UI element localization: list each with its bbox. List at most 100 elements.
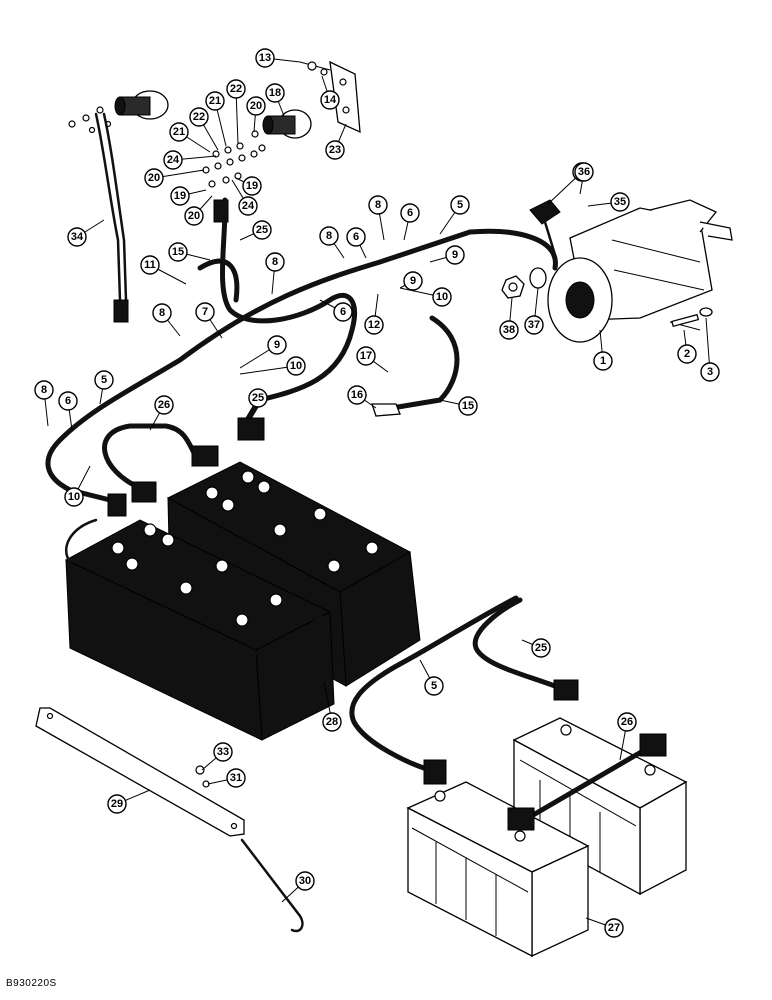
- callout-31: 31: [226, 768, 246, 788]
- callout-label: 14: [324, 94, 337, 106]
- callout-29: 29: [107, 794, 127, 814]
- callout-label: 26: [158, 399, 170, 411]
- starter-nut-washer: [501, 267, 713, 331]
- callout-5: 5: [424, 676, 444, 696]
- callout-label: 9: [452, 249, 458, 261]
- callout-16: 16: [347, 385, 367, 405]
- callout-10: 10: [432, 287, 452, 307]
- callout-25: 25: [248, 388, 268, 408]
- callout-label: 34: [71, 231, 84, 243]
- callout-label: 22: [193, 111, 205, 123]
- callout-label: 30: [299, 875, 311, 887]
- callout-24: 24: [238, 196, 258, 216]
- callout-14: 14: [320, 90, 340, 110]
- callout-label: 20: [188, 210, 200, 222]
- callout-12: 12: [364, 315, 384, 335]
- callout-15: 15: [168, 242, 188, 262]
- callout-21: 21: [169, 122, 189, 142]
- callout-label: 6: [340, 306, 346, 318]
- starter-motor: [547, 199, 733, 343]
- callout-2: 2: [677, 344, 697, 364]
- callout-36: 36: [574, 162, 594, 182]
- callout-19: 19: [242, 176, 262, 196]
- callout-label: 5: [431, 680, 437, 692]
- callout-label: 24: [167, 154, 180, 166]
- callout-label: 5: [457, 199, 463, 211]
- cable-26-lower: [507, 733, 667, 831]
- callout-label: 11: [144, 259, 156, 271]
- callout-15: 15: [458, 396, 478, 416]
- callout-6: 6: [333, 302, 353, 322]
- callout-25: 25: [252, 220, 272, 240]
- cable-26-upper: [102, 423, 219, 503]
- battery-right-rear: [512, 717, 688, 896]
- callout-3: 3: [700, 362, 720, 382]
- callout-13: 13: [255, 48, 275, 68]
- hold-down-bar: [35, 707, 245, 837]
- callout-18: 18: [265, 83, 285, 103]
- cable-5-upper: [45, 228, 558, 517]
- callout-20: 20: [246, 96, 266, 116]
- cable-25-lower: [472, 597, 579, 701]
- callout-label: 3: [707, 366, 713, 378]
- callout-34: 34: [67, 227, 87, 247]
- callout-label: 8: [375, 199, 381, 211]
- callout-label: 10: [436, 291, 448, 303]
- callout-38: 38: [499, 320, 519, 340]
- callout-label: 8: [272, 256, 278, 268]
- callout-19: 19: [170, 186, 190, 206]
- callout-27: 27: [604, 918, 624, 938]
- callout-23: 23: [325, 140, 345, 160]
- callout-label: 31: [230, 772, 242, 784]
- callout-label: 26: [621, 716, 633, 728]
- callout-8: 8: [34, 380, 54, 400]
- callout-label: 16: [351, 389, 363, 401]
- callout-label: 20: [250, 100, 262, 112]
- battery-front: [64, 518, 335, 741]
- starter-connector: [529, 199, 561, 260]
- callout-label: 6: [353, 231, 359, 243]
- callouts: 1234555666678888899910101011121314151516…: [34, 48, 720, 938]
- callout-label: 24: [242, 200, 255, 212]
- callout-label: 18: [269, 87, 281, 99]
- callout-20: 20: [184, 206, 204, 226]
- terminal-cluster: [202, 142, 258, 223]
- callout-label: 9: [410, 275, 416, 287]
- callout-label: 10: [290, 360, 302, 372]
- callout-label: 1: [600, 355, 606, 367]
- callout-label: 2: [684, 348, 690, 360]
- callout-label: 8: [326, 230, 332, 242]
- callout-label: 10: [68, 491, 80, 503]
- callout-20: 20: [144, 168, 164, 188]
- callout-label: 9: [274, 339, 280, 351]
- callout-9: 9: [267, 335, 287, 355]
- callout-28: 28: [322, 712, 342, 732]
- callout-label: 21: [209, 95, 221, 107]
- callout-35: 35: [610, 192, 630, 212]
- starter-solenoid: [251, 109, 312, 152]
- callout-label: 25: [252, 392, 264, 404]
- callout-label: 7: [202, 306, 208, 318]
- callout-6: 6: [346, 227, 366, 247]
- callout-label: 35: [614, 196, 626, 208]
- callout-label: 25: [256, 224, 268, 236]
- callout-21: 21: [205, 91, 225, 111]
- callout-label: 19: [246, 180, 258, 192]
- callout-5: 5: [450, 195, 470, 215]
- callout-label: 25: [535, 642, 547, 654]
- callout-label: 36: [578, 166, 590, 178]
- callout-label: 27: [608, 922, 620, 934]
- callout-label: 17: [360, 350, 372, 362]
- callout-17: 17: [356, 346, 376, 366]
- callout-8: 8: [265, 252, 285, 272]
- callout-label: 20: [148, 172, 160, 184]
- callout-22: 22: [226, 79, 246, 99]
- callout-8: 8: [152, 303, 172, 323]
- callout-label: 22: [230, 83, 242, 95]
- callout-26: 26: [617, 712, 637, 732]
- callout-1: 1: [593, 351, 613, 371]
- callout-6: 6: [400, 203, 420, 223]
- pigtail-harness: [94, 112, 129, 323]
- callout-33: 33: [213, 742, 233, 762]
